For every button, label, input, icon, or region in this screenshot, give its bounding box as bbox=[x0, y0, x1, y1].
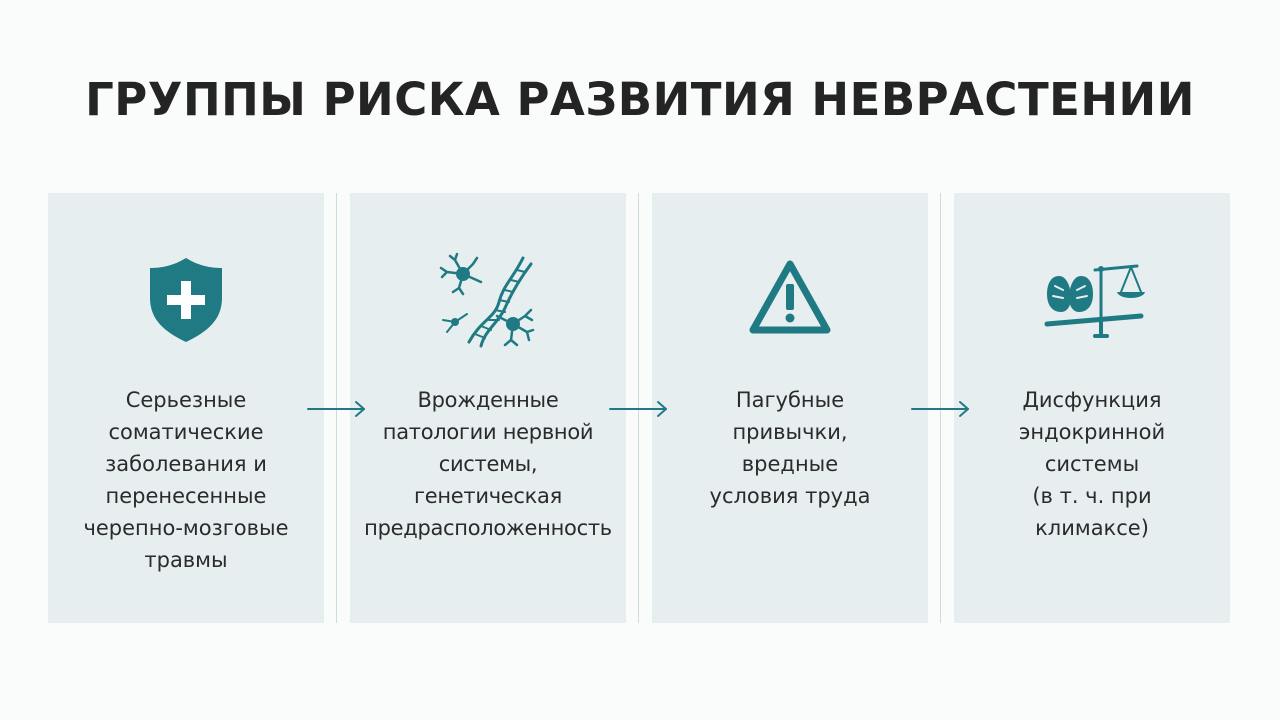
risk-text-habits: Пагубные привычки, вредные условия труда bbox=[709, 388, 871, 508]
risk-text-congenital: Врожденные патологии нервной системы, ге… bbox=[364, 388, 612, 540]
risk-text-somatic: Серьезные соматические заболевания и пер… bbox=[83, 388, 289, 572]
warning-triangle-icon bbox=[735, 250, 845, 350]
risk-card-congenital bbox=[350, 193, 626, 623]
page-title: ГРУППЫ РИСКА РАЗВИТИЯ НЕВРАСТЕНИИ bbox=[85, 73, 1195, 126]
neuron-dna-icon bbox=[433, 250, 543, 350]
arrow-right-icon bbox=[608, 400, 670, 418]
shield-cross-icon bbox=[131, 250, 241, 350]
arrow-right-icon bbox=[910, 400, 972, 418]
risk-text-endocrine: Дисфункция эндокринной системы (в т. ч. … bbox=[1018, 388, 1166, 540]
endocrine-scales-icon bbox=[1037, 250, 1147, 350]
arrow-right-icon bbox=[306, 400, 368, 418]
risk-card-endocrine bbox=[954, 193, 1230, 623]
